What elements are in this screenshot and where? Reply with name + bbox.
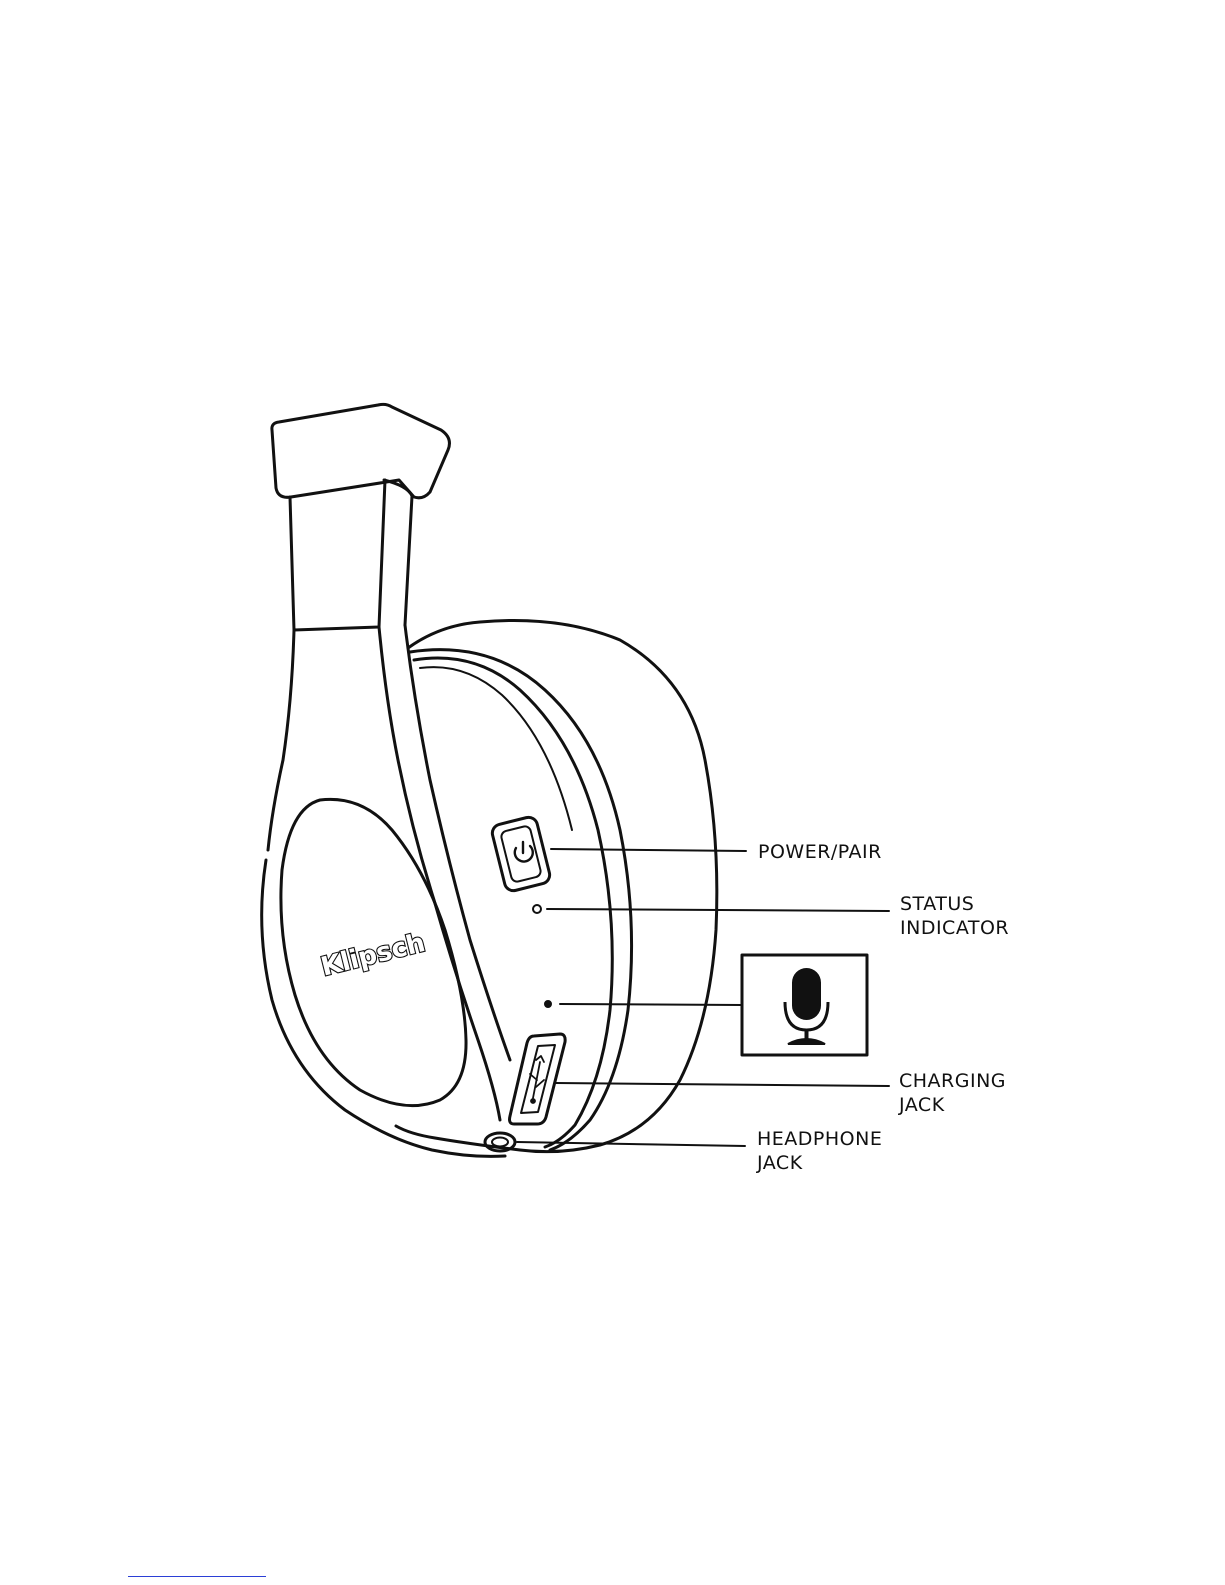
brand-logo: Klipsch <box>318 928 428 983</box>
headband-slider <box>290 480 385 630</box>
status-indicator-label-line2: INDICATOR <box>900 917 1009 939</box>
power-icon <box>515 842 533 862</box>
footer-rule <box>128 1576 266 1577</box>
headband-arm <box>268 625 510 1120</box>
headphone-jack-label-line1: HEADPHONE <box>757 1128 882 1150</box>
power-pair-label: POWER/PAIR <box>758 841 882 863</box>
microphone-leader <box>560 1004 742 1005</box>
status-indicator-leader <box>547 909 889 911</box>
status-indicator-led <box>533 905 541 913</box>
headphone-jack-label-line2: JACK <box>756 1152 803 1174</box>
microphone-icon <box>785 968 828 1044</box>
charging-jack-label-line1: CHARGING <box>899 1070 1006 1092</box>
status-indicator-label-line1: STATUS <box>900 893 974 915</box>
earcup-ridge-inner <box>414 658 612 1147</box>
charging-jack-label-line2: JACK <box>898 1094 945 1116</box>
headband-cap <box>272 404 450 497</box>
microphone-hole <box>545 1001 552 1008</box>
charging-jack-leader <box>556 1083 889 1086</box>
